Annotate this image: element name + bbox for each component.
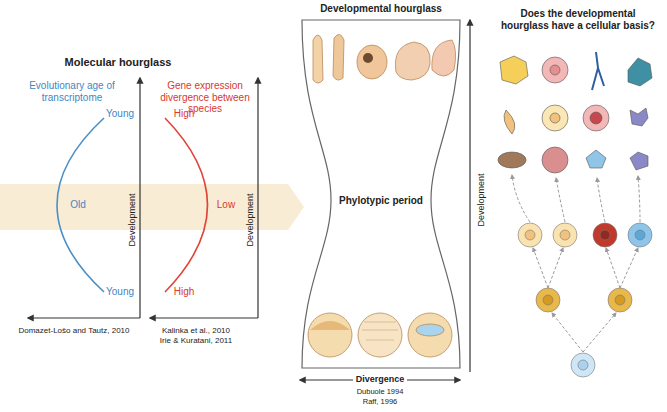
hourglass-shape: Developmental hourglassPhylotypic period — [298, 0, 464, 372]
citation: Raff, 1996 — [363, 398, 397, 407]
hourglass-outline — [298, 0, 464, 372]
stage-label: Phylotypic period — [339, 195, 423, 206]
cells — [498, 52, 652, 173]
axis — [150, 317, 258, 318]
axis-label: Development — [127, 193, 137, 246]
value-label: Old — [70, 199, 86, 211]
citation: Irie & Kuratani, 2011 — [160, 336, 232, 345]
value-label: Young — [106, 286, 134, 298]
axis-label: Development — [476, 173, 486, 226]
progenitor-cells — [518, 223, 652, 377]
axis-label: Development — [245, 193, 255, 246]
citation: Kalinka et al., 2010 — [162, 326, 230, 335]
panel-title: Developmental hourglass — [320, 3, 442, 14]
axis — [469, 20, 470, 372]
curve-title: Gene expression divergence between speci… — [150, 80, 260, 115]
value-label: Low — [217, 199, 235, 211]
lineage-arrows — [512, 175, 640, 352]
value-label: High — [174, 286, 195, 298]
citation: Dubuole 1994 — [357, 388, 404, 397]
age-curve — [57, 118, 104, 292]
axis-label: Divergence — [353, 374, 408, 384]
axis — [28, 317, 140, 318]
curve-title: Evolutionary age of transcriptome — [24, 80, 120, 103]
citation: Domazet-Lošo and Tautz, 2010 — [18, 326, 129, 335]
divergence-curve — [165, 118, 208, 292]
axis — [139, 78, 140, 318]
value-label: High — [174, 108, 195, 120]
panel-title: Molecular hourglass — [65, 56, 172, 69]
value-label: Young — [106, 108, 134, 120]
eggs — [308, 313, 452, 357]
embryos — [313, 34, 456, 83]
axis — [257, 78, 258, 318]
panel-title: Does the developmental hourglass have a … — [498, 8, 658, 31]
